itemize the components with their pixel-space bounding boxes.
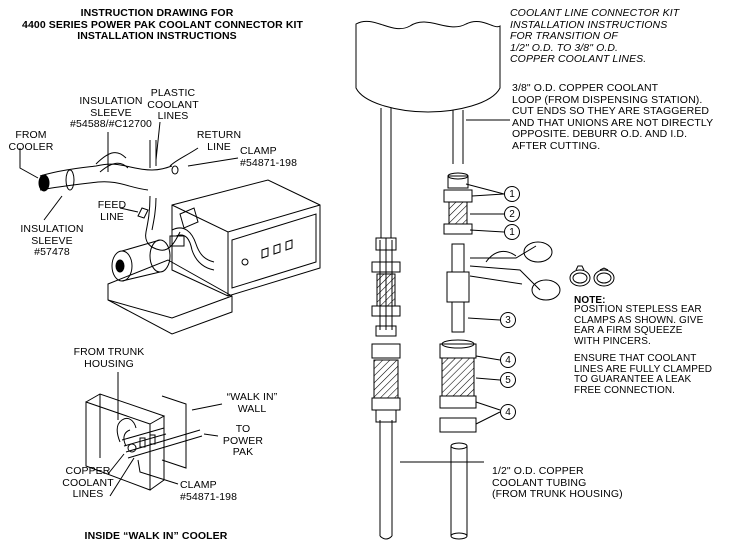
plastic-coolant-lines (38, 140, 181, 251)
left-title: INSTRUCTION DRAWING FOR 4400 SERIES POWE… (22, 7, 304, 42)
leaders-left-top (19, 121, 239, 221)
right-title: COOLANT LINE CONNECTOR KIT INSTALLATION … (510, 7, 680, 65)
label-walk-in-wall: “WALK IN” WALL (226, 391, 278, 415)
note-heading: NOTE: (574, 295, 606, 306)
callout-3: 3 (500, 312, 516, 328)
loop-note: 3/8" O.D. COPPER COOLANT LOOP (FROM DISP… (512, 82, 714, 152)
label-from-cooler: FROM COOLER (8, 129, 54, 153)
dispensing-station (355, 20, 501, 113)
callout-4-bottom: 4 (500, 404, 516, 420)
callout-1-bottom: 1 (504, 224, 520, 240)
callout-5: 5 (500, 372, 516, 388)
power-pak-unit (107, 179, 321, 335)
right-fitting-stack (439, 172, 477, 433)
label-clamp-top: CLAMP #54871-198 (240, 145, 298, 169)
callout-leaders (400, 119, 510, 463)
label-copper-coolant-lines: COPPER COOLANT LINES (62, 465, 114, 500)
callout-2: 2 (504, 206, 520, 222)
label-feed-line: FEED LINE (97, 199, 127, 223)
note-text: POSITION STEPLESS EAR CLAMPS AS SHOWN. G… (574, 304, 704, 347)
ensure-text: ENSURE THAT COOLANT LINES ARE FULLY CLAM… (574, 353, 713, 396)
label-insulation-sleeve-bottom: INSULATION SLEEVE #57478 (20, 223, 84, 258)
label-clamp-bottom: CLAMP #54871-198 (180, 479, 238, 503)
label-insulation-sleeve-top: INSULATION SLEEVE #54588/#C12700 (70, 95, 152, 130)
label-return-line: RETURN LINE (196, 129, 242, 153)
left-fitting-stack (371, 237, 401, 423)
tubing-note: 1/2" O.D. COPPER COOLANT TUBING (FROM TR… (492, 465, 623, 500)
copper-tubes (379, 108, 468, 540)
ear-clamps (569, 265, 615, 287)
label-from-trunk-housing: FROM TRUNK HOUSING (73, 346, 145, 370)
pincers-tool (469, 241, 561, 301)
leaders-left-bottom (107, 372, 223, 497)
callout-1-top: 1 (504, 186, 520, 202)
label-plastic-coolant-lines: PLASTIC COOLANT LINES (147, 87, 199, 122)
callout-4-top: 4 (500, 352, 516, 368)
label-inside-walk-in-cooler: INSIDE “WALK IN” COOLER (84, 530, 228, 542)
label-to-power-pak: TO POWER PAK (222, 423, 264, 458)
